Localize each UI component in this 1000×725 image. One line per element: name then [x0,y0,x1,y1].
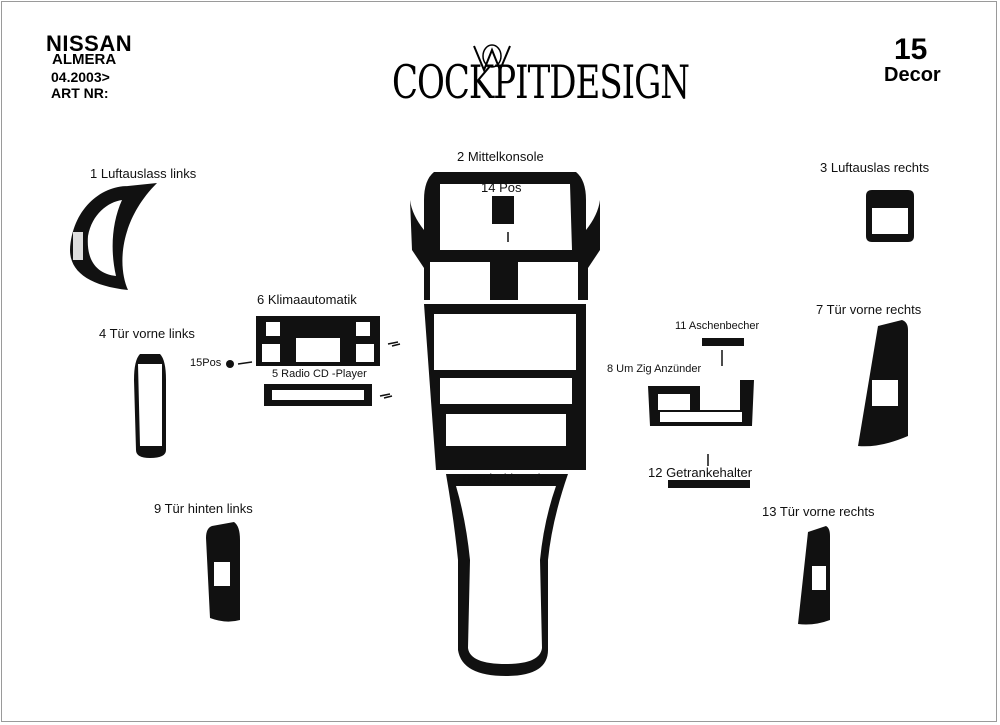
arrow-icon [387,341,401,347]
part-6-shape [256,316,380,366]
art-number: ART NR: [51,85,109,101]
part-10-shape [446,474,568,676]
label-part-15: 15Pos [190,357,222,369]
label-part-8: 8 Um Zig Anzünder [607,363,702,375]
label-part-9: 9 Tür hinten links [154,501,253,516]
arrow-icon [237,361,253,365]
part-3-shape [866,190,914,242]
label-part-10: 10 Schaltkosole [456,471,548,486]
part-4-shape [134,354,166,458]
part-1-shape [70,183,157,290]
label-part-6: 6 Klimaautomatik [257,292,357,307]
decor-label: Decor [884,64,941,86]
part-8-shape [648,380,754,426]
part-12-shape [668,480,750,488]
model-date: 04.2003> [51,69,110,85]
logo-emblem-icon [473,44,511,73]
part-2-shape [410,172,600,300]
label-part-5: 5 Radio CD -Player [272,368,367,380]
label-part-1: 1 Luftauslass links [90,166,197,181]
decor-number: 15 [894,33,928,66]
part-11-shape [702,338,744,346]
label-part-4: 4 Tür vorne links [99,326,195,341]
part-5-shape [264,384,372,406]
label-part-13: 13 Tür vorne rechts [762,504,875,519]
label-part-7: 7 Tür vorne rechts [816,302,922,317]
label-part-3: 3 Luftauslas rechts [820,160,930,175]
part-1-slot [73,232,83,260]
arrow-icon [379,393,393,399]
label-part-11: 11 Aschenbecher [675,320,760,332]
part-9-shape [206,522,240,622]
part-14-shape [492,196,514,224]
part-7-shape [858,320,908,447]
model-name: ALMERA [52,51,117,68]
label-part-2: 2 Mittelkonsole [457,149,544,164]
part-15-shape [226,360,234,368]
brand-name: NISSAN [46,31,133,56]
label-part-14: 14 Pos [481,180,522,195]
part-13-shape [798,526,830,625]
label-part-12: 12 Getrankehalter [648,465,753,480]
part-2-lower [424,304,586,470]
